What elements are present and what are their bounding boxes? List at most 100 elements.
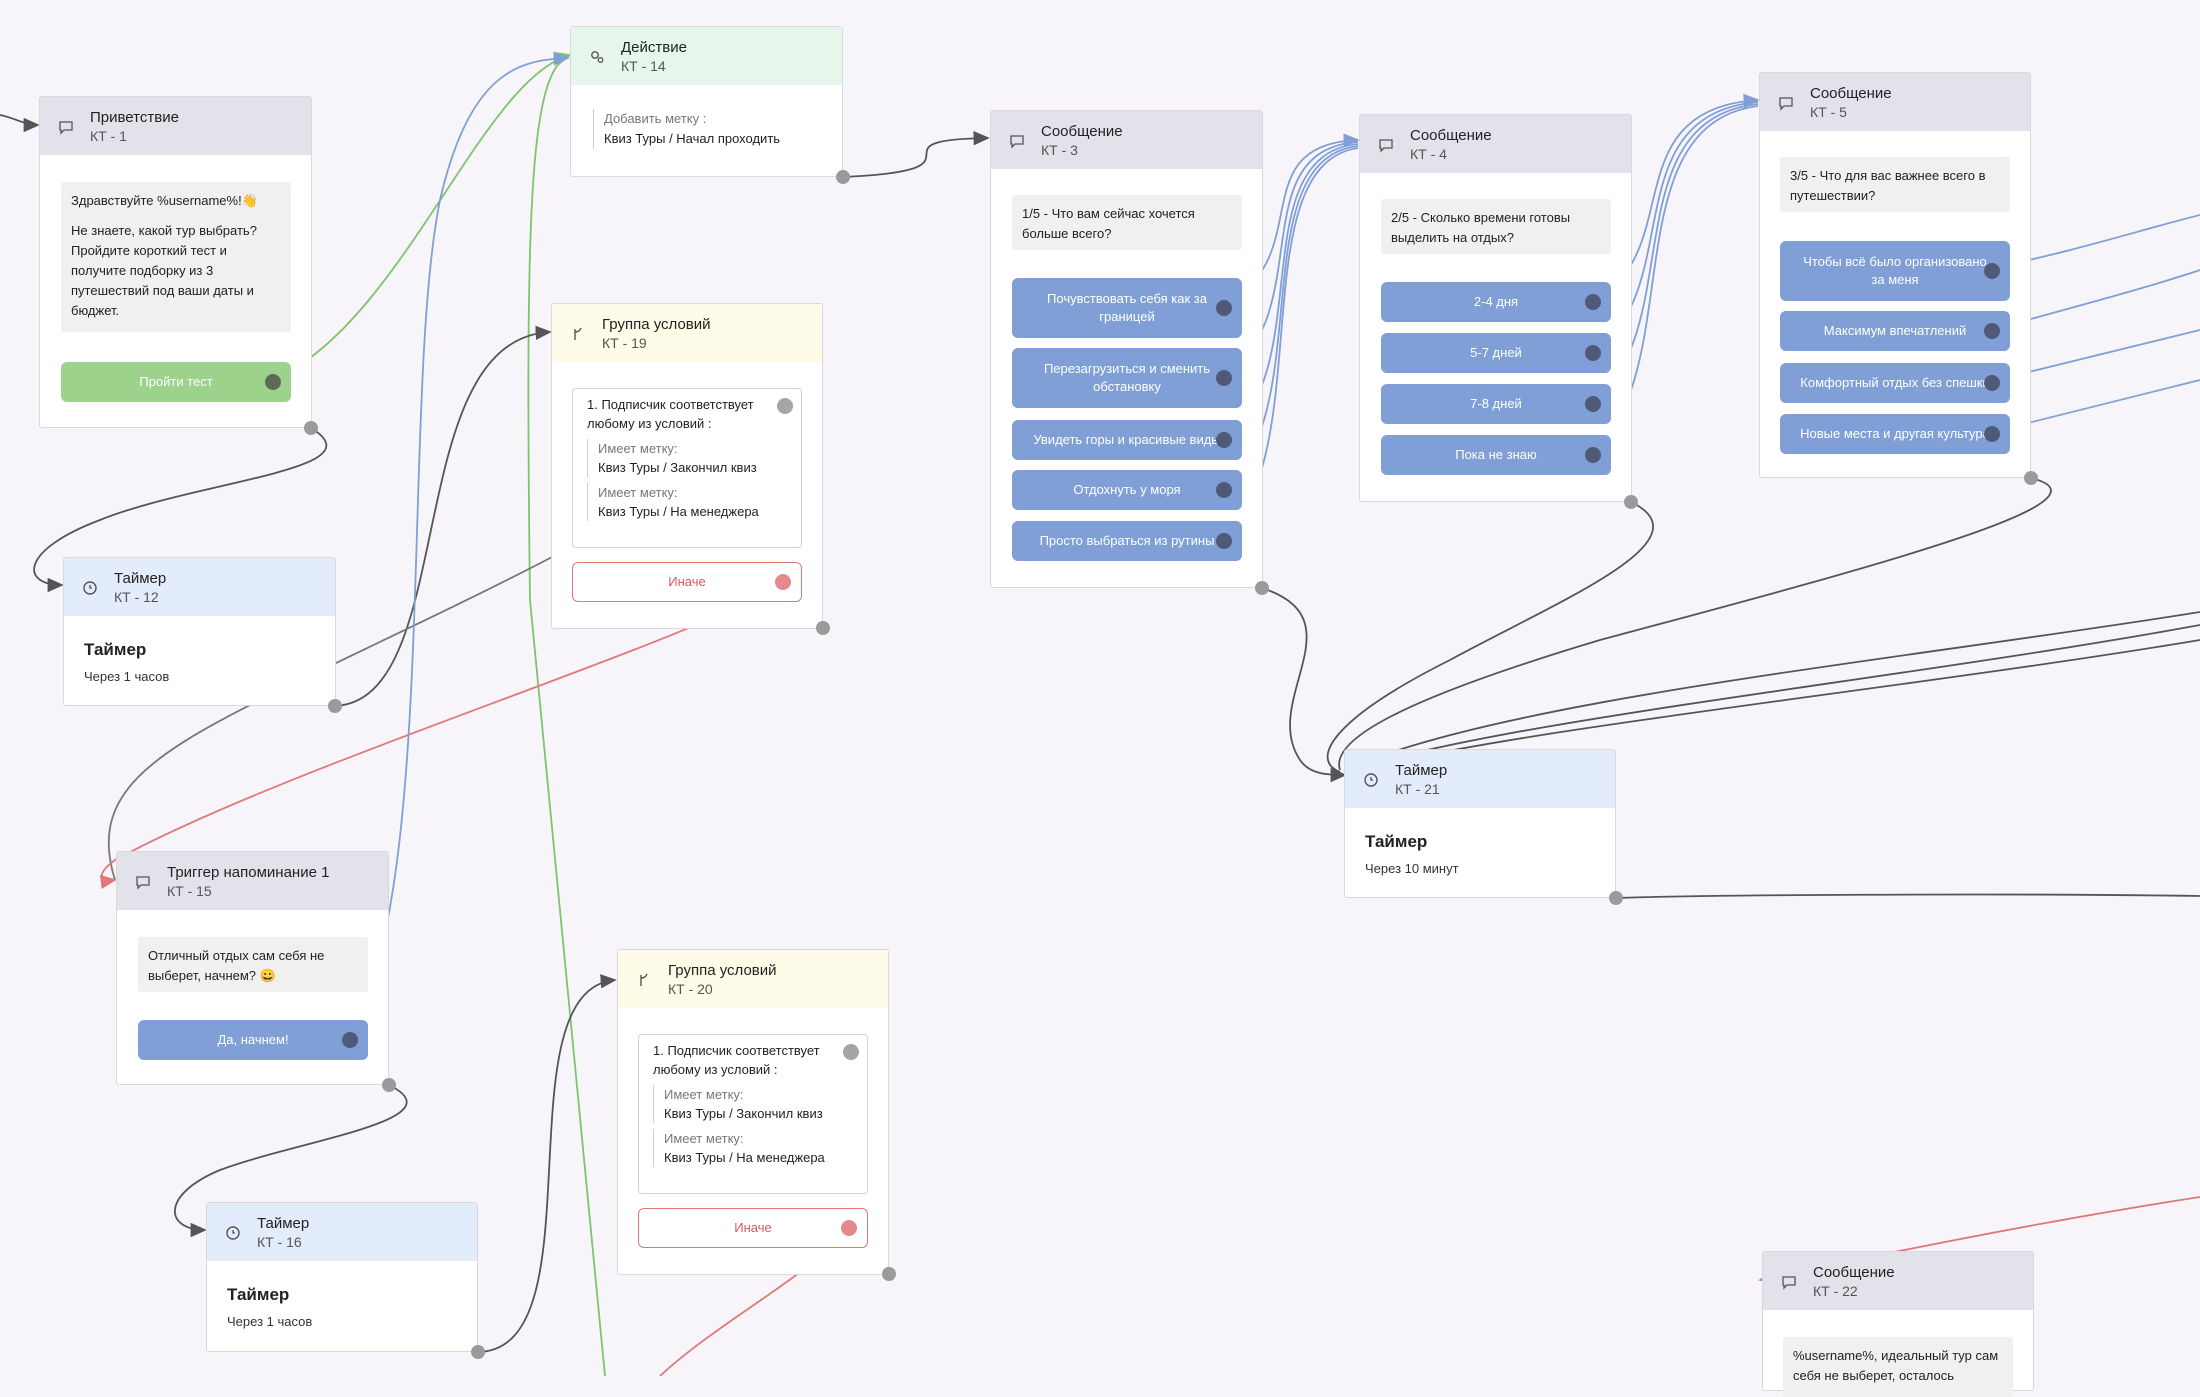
button-port[interactable] [1216, 482, 1232, 498]
answer-button[interactable]: Перезагрузиться и сменить обстановку [1012, 348, 1242, 408]
node-kt22[interactable]: Сообщение КТ - 22 %username%, идеальный … [1762, 1251, 2034, 1397]
node-kt14[interactable]: Действие КТ - 14 Добавить метку : Квиз Т… [570, 26, 843, 177]
timer-delay: Через 1 часов [84, 669, 170, 684]
button-label: Увидеть горы и красивые виды [1033, 432, 1221, 447]
node-kt12[interactable]: Таймер КТ - 12 Таймер Через 1 часов [63, 557, 336, 706]
button-label: Иначе [668, 574, 706, 589]
button-label: Просто выбраться из рутины [1039, 533, 1215, 548]
button-port[interactable] [775, 574, 791, 590]
answer-button[interactable]: 5-7 дней [1381, 333, 1611, 373]
condition-item: Имеет метку: Квиз Туры / На менеджера [587, 483, 787, 521]
answer-button[interactable]: Новые места и другая культура [1780, 414, 2010, 454]
answer-button[interactable]: 7-8 дней [1381, 384, 1611, 424]
node-kt16[interactable]: Таймер КТ - 16 Таймер Через 1 часов [206, 1202, 478, 1352]
clock-icon [1363, 772, 1379, 788]
button-label: Почувствовать себя как за границей [1047, 291, 1207, 324]
output-port[interactable] [328, 699, 342, 713]
condition-label: Имеет метку: [598, 441, 678, 456]
button-port[interactable] [1984, 323, 2000, 339]
node-id: КТ - 12 [114, 589, 159, 605]
node-kt3[interactable]: Сообщение КТ - 3 1/5 - Что вам сейчас хо… [990, 110, 1263, 588]
node-id: КТ - 22 [1813, 1283, 1858, 1299]
output-port[interactable] [1255, 581, 1269, 595]
node-header: Сообщение КТ - 5 [1760, 73, 2030, 131]
answer-button[interactable]: Почувствовать себя как за границей [1012, 278, 1242, 338]
condition-group[interactable]: 1. Подписчик соответствует любому из усл… [638, 1034, 868, 1194]
node-kt20[interactable]: Группа условий КТ - 20 1. Подписчик соот… [617, 949, 889, 1275]
button-port[interactable] [265, 374, 281, 390]
answer-button[interactable]: Чтобы всё было организовано за меня [1780, 241, 2010, 301]
button-port[interactable] [1585, 396, 1601, 412]
node-kt19[interactable]: Группа условий КТ - 19 1. Подписчик соот… [551, 303, 823, 629]
condition-port[interactable] [777, 398, 793, 414]
wire-kt21-out [1615, 893, 2200, 899]
button-port[interactable] [1216, 432, 1232, 448]
message-body: Не знаете, какой тур выбрать? Пройдите к… [71, 223, 257, 318]
answer-button[interactable]: 2-4 дня [1381, 282, 1611, 322]
node-title: Группа условий [602, 316, 711, 333]
condition-port[interactable] [843, 1044, 859, 1060]
condition-rule: 1. Подписчик соответствует любому из усл… [587, 397, 754, 431]
timer-heading: Таймер [227, 1285, 290, 1304]
button-port[interactable] [1585, 345, 1601, 361]
answer-button[interactable]: Просто выбраться из рутины [1012, 521, 1242, 561]
output-port[interactable] [882, 1267, 896, 1281]
button-label: 5-7 дней [1470, 345, 1522, 360]
action-tag: Добавить метку : Квиз Туры / Начал прохо… [593, 109, 834, 149]
button-label: Новые места и другая культура [1800, 426, 1990, 441]
else-button[interactable]: Иначе [572, 562, 802, 602]
node-kt5[interactable]: Сообщение КТ - 5 3/5 - Что для вас важне… [1759, 72, 2031, 478]
button-label: Иначе [734, 1220, 772, 1235]
wire-kt4-kt21 [1326, 501, 1654, 773]
node-id: КТ - 5 [1810, 104, 1847, 120]
node-id: КТ - 20 [668, 981, 713, 997]
message-icon [1781, 1274, 1797, 1290]
output-port[interactable] [816, 621, 830, 635]
button-port[interactable] [841, 1220, 857, 1236]
answer-button[interactable]: Отдохнуть у моря [1012, 470, 1242, 510]
button-label: Перезагрузиться и сменить обстановку [1043, 361, 1211, 394]
condition-group[interactable]: 1. Подписчик соответствует любому из усл… [572, 388, 802, 548]
button-label: 7-8 дней [1470, 396, 1522, 411]
button-port[interactable] [1216, 300, 1232, 316]
condition-label: Имеет метку: [664, 1131, 744, 1146]
message-icon [135, 874, 151, 890]
node-kt15[interactable]: Триггер напоминание 1 КТ - 15 Отличный о… [116, 851, 389, 1085]
node-title: Сообщение [1041, 123, 1123, 140]
button-port[interactable] [1585, 294, 1601, 310]
button-port[interactable] [1216, 533, 1232, 549]
output-port[interactable] [471, 1345, 485, 1359]
node-title: Сообщение [1810, 85, 1892, 102]
node-header: Сообщение КТ - 3 [991, 111, 1262, 169]
node-kt4[interactable]: Сообщение КТ - 4 2/5 - Сколько времени г… [1359, 114, 1632, 502]
answer-button[interactable]: Комфортный отдых без спешки [1780, 363, 2010, 403]
button-port[interactable] [1984, 263, 2000, 279]
message-text: Здравствуйте %username%!👋 Не знаете, как… [61, 182, 291, 332]
button-port[interactable] [342, 1032, 358, 1048]
node-title: Таймер [1395, 762, 1448, 779]
node-kt21[interactable]: Таймер КТ - 21 Таймер Через 10 минут [1344, 749, 1616, 898]
button-port[interactable] [1984, 375, 2000, 391]
button-port[interactable] [1585, 447, 1601, 463]
output-port[interactable] [836, 170, 850, 184]
output-port[interactable] [1609, 891, 1623, 905]
output-port[interactable] [382, 1078, 396, 1092]
wire-into-kt1 [0, 114, 40, 133]
answer-button[interactable]: Увидеть горы и красивые виды [1012, 420, 1242, 460]
else-button[interactable]: Иначе [638, 1208, 868, 1248]
condition-rule: 1. Подписчик соответствует любому из усл… [653, 1043, 820, 1077]
wire-kt3-kt21 [1261, 587, 1347, 783]
node-kt1[interactable]: Приветствие КТ - 1 Здравствуйте %usernam… [39, 96, 312, 428]
lets-start-button[interactable]: Да, начнем! [138, 1020, 368, 1060]
answer-button[interactable]: Пока не знаю [1381, 435, 1611, 475]
button-port[interactable] [1984, 426, 2000, 442]
wire-right1-kt21 [1344, 611, 2200, 771]
output-port[interactable] [1624, 495, 1638, 509]
timer-delay: Через 1 часов [227, 1314, 313, 1329]
take-test-button[interactable]: Пройти тест [61, 362, 291, 402]
button-port[interactable] [1216, 370, 1232, 386]
output-port[interactable] [304, 421, 318, 435]
answer-button[interactable]: Максимум впечатлений [1780, 311, 2010, 351]
output-port[interactable] [2024, 471, 2038, 485]
